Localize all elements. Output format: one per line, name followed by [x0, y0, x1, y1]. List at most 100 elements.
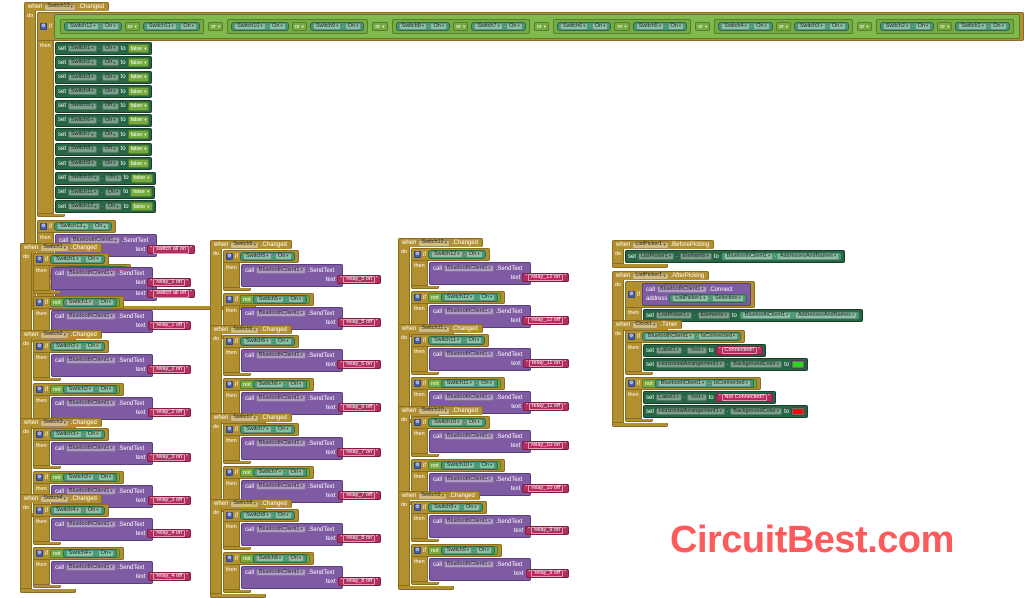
property-dropdown[interactable]: On	[274, 253, 292, 260]
set-property-block[interactable]: set Switch11 . On to false	[55, 185, 156, 199]
property-dropdown[interactable]: BackgroundColor	[730, 408, 783, 415]
event-header[interactable]: when Switch3 .Changed	[20, 418, 102, 427]
clock-timer-block[interactable]: when Clock1 .Timer do if BluetoothClient…	[612, 320, 809, 427]
event-header[interactable]: when Switch1 .Changed	[20, 243, 102, 252]
text-string-block[interactable]: " relay_4 off "	[147, 572, 191, 581]
mutator-gear-icon[interactable]	[36, 256, 43, 263]
event-header[interactable]: when Clock1 .Timer	[612, 320, 683, 329]
component-dropdown[interactable]: BluetoothClient1	[256, 267, 306, 274]
if-off-block[interactable]: if not Switch1 . On then	[33, 296, 191, 337]
component-dropdown[interactable]: Switch12	[443, 294, 476, 301]
or-operator[interactable]: or	[775, 22, 791, 31]
property-dropdown[interactable]: On	[101, 23, 119, 30]
property-dropdown[interactable]: On	[990, 23, 1007, 30]
event-header[interactable]: when Switch10 .Changed	[398, 406, 483, 415]
event-header[interactable]: when Switch2 .Changed	[20, 330, 102, 339]
switch-changed-event-block[interactable]: when Switch10 .Changed do if Switch10 . …	[398, 406, 569, 505]
component-dropdown[interactable]: BluetoothClient1	[657, 286, 707, 293]
mutator-gear-icon[interactable]	[36, 507, 43, 514]
property-dropdown[interactable]: Selection	[711, 295, 744, 302]
component-dropdown[interactable]: BluetoothClient1	[66, 270, 116, 277]
property-dropdown[interactable]: On	[465, 251, 483, 258]
property-getter-block[interactable]: Switch8 . On	[395, 22, 451, 31]
or-operator[interactable]: or	[614, 22, 630, 31]
text-string-block[interactable]: " relay_6 on "	[337, 360, 381, 369]
component-dropdown[interactable]: Switch5	[68, 102, 97, 110]
set-label-text-block[interactable]: set Label1 . Text to " Connected!! "	[643, 344, 767, 357]
or-operator[interactable]: or	[856, 22, 872, 31]
component-dropdown[interactable]: Switch10	[68, 174, 100, 182]
property-dropdown[interactable]: On	[101, 145, 119, 153]
property-dropdown[interactable]: On	[274, 512, 292, 519]
mutator-gear-icon[interactable]	[36, 550, 43, 557]
property-getter-block[interactable]: Switch5 . On	[252, 295, 308, 304]
component-dropdown[interactable]: Label1	[656, 347, 682, 354]
text-string-block[interactable]: " Connected!! "	[715, 346, 764, 355]
component-dropdown[interactable]: Switch11	[145, 23, 177, 30]
component-dropdown[interactable]: BluetoothClient1	[741, 312, 792, 319]
property-getter-block[interactable]: Switch5 . On	[632, 22, 688, 31]
property-dropdown[interactable]: On	[101, 102, 119, 110]
mutator-gear-icon[interactable]	[414, 337, 421, 344]
sendtext-call-block[interactable]: call BluetoothClient1 .SendText text " r…	[241, 437, 381, 460]
if-off-block[interactable]: if not Switch2 . On then	[33, 383, 191, 424]
component-dropdown[interactable]: HorizontalArrangement1	[656, 408, 725, 415]
component-dropdown[interactable]: Switch1	[65, 299, 95, 306]
component-dropdown[interactable]: Switch6	[230, 326, 259, 334]
component-dropdown[interactable]: BluetoothClient1	[657, 380, 708, 387]
text-string-block[interactable]: " relay_6 off "	[337, 403, 381, 412]
event-header[interactable]: when ListPicker1 .BeforePicking	[612, 240, 715, 249]
mutator-gear-icon[interactable]	[414, 294, 421, 301]
not-logic-block[interactable]: not Switch9 . On	[428, 546, 499, 555]
text-string-block[interactable]: " relay_2 on "	[147, 365, 191, 374]
event-header[interactable]: when Switch12 .Changed	[398, 238, 483, 247]
property-dropdown[interactable]: On	[91, 223, 109, 231]
text-string-block[interactable]: " relay_5 off "	[337, 318, 381, 327]
sendtext-call-block[interactable]: call BluetoothClient1 .SendText text " r…	[241, 349, 381, 372]
event-header[interactable]: when Switch8 .Changed	[210, 499, 292, 508]
set-property-block[interactable]: set Switch12 . On to false	[55, 200, 156, 214]
event-header[interactable]: when ListPicker1 .AfterPicking	[612, 271, 710, 280]
switch-changed-event-block[interactable]: when Switch2 .Changed do if Switch2 . On	[20, 330, 191, 429]
property-getter-block[interactable]: Switch2 . On	[50, 342, 105, 351]
component-dropdown[interactable]: Switch4	[721, 23, 750, 30]
component-dropdown[interactable]: Switch12	[68, 203, 100, 211]
property-dropdown[interactable]: On	[465, 419, 483, 426]
not-logic-block[interactable]: not Switch3 . On	[50, 473, 121, 482]
or-operator[interactable]: or	[207, 22, 224, 31]
if-on-block[interactable]: if Switch9 . On then call	[411, 501, 569, 542]
property-dropdown[interactable]: On	[101, 116, 119, 124]
text-string-block[interactable]: " relay_10 on "	[522, 441, 569, 450]
text-string-block[interactable]: " switch all off "	[147, 289, 195, 299]
text-string-block[interactable]: " relay_2 off "	[147, 408, 191, 417]
switch-changed-event-block[interactable]: when Switch8 .Changed do if Switch8 . On	[210, 499, 381, 598]
mutator-gear-icon[interactable]	[628, 333, 635, 340]
property-dropdown[interactable]: On	[478, 462, 496, 469]
sendtext-call-block[interactable]: call BluetoothClient1 .SendText text " r…	[51, 518, 191, 541]
false-logic-block[interactable]: false	[127, 144, 150, 154]
component-dropdown[interactable]: Switch12	[67, 23, 99, 30]
listpicker-beforepicking-block[interactable]: when ListPicker1 .BeforePicking do set L…	[612, 240, 846, 268]
sendtext-call-block[interactable]: call BluetoothClient1 .SendText text " r…	[51, 442, 191, 465]
text-string-block[interactable]: " relay_4 on "	[147, 529, 191, 538]
property-dropdown[interactable]: On	[475, 547, 493, 554]
component-dropdown[interactable]: Switch10	[418, 407, 450, 415]
if-on-block[interactable]: if Switch5 . On then call	[223, 250, 381, 291]
component-dropdown[interactable]: BluetoothClient1	[66, 564, 116, 571]
component-dropdown[interactable]: Switch1	[958, 23, 987, 30]
component-dropdown[interactable]: Switch13	[44, 3, 76, 11]
component-dropdown[interactable]: Switch10	[443, 462, 476, 469]
false-logic-block[interactable]: false	[130, 202, 153, 212]
property-dropdown[interactable]: On	[287, 469, 305, 476]
property-dropdown[interactable]: On	[84, 343, 102, 350]
component-dropdown[interactable]: BluetoothClient1	[256, 395, 306, 402]
property-getter-block[interactable]: Switch9 . On	[440, 546, 496, 555]
component-dropdown[interactable]: BluetoothClient1	[444, 308, 494, 315]
set-property-block[interactable]: set Switch5 . On to false	[55, 99, 153, 113]
if-on-block[interactable]: if Switch2 . On then call	[33, 340, 191, 381]
component-dropdown[interactable]: Switch3	[53, 431, 82, 438]
component-dropdown[interactable]: Switch13	[57, 223, 89, 231]
if-off-block[interactable]: if not Switch7 . On then	[223, 466, 381, 507]
event-header[interactable]: when Switch13 .Changed	[24, 2, 109, 11]
component-dropdown[interactable]: Switch5	[255, 296, 285, 303]
